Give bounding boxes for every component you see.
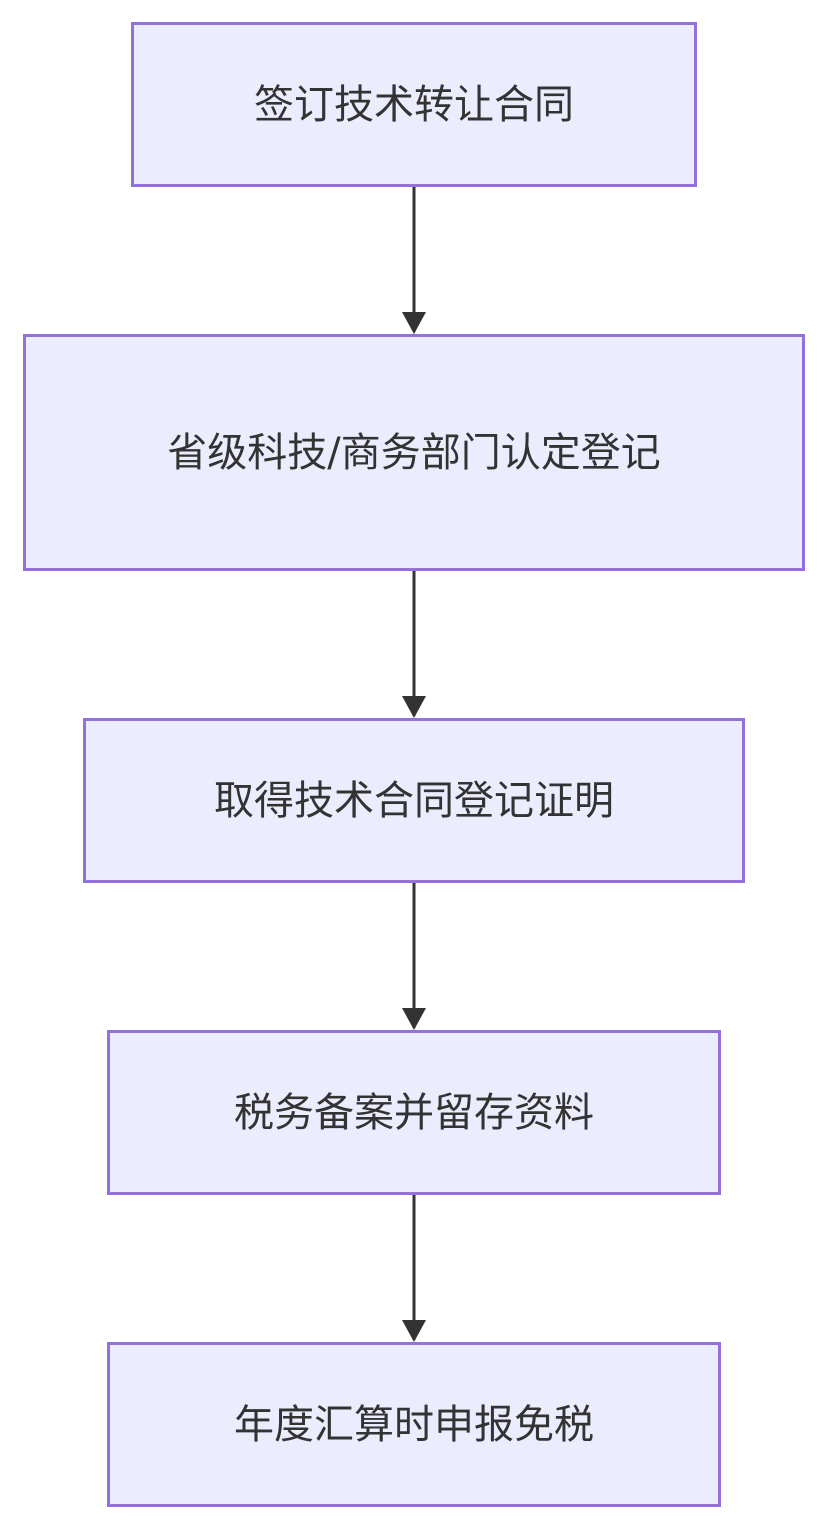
node-label: 省级科技/商务部门认定登记 [167,429,661,476]
node-annual-exemption: 年度汇算时申报免税 [107,1342,721,1507]
node-label: 税务备案并留存资料 [234,1089,594,1136]
node-label: 年度汇算时申报免税 [234,1401,594,1448]
node-label: 取得技术合同登记证明 [214,777,614,824]
node-obtain-certificate: 取得技术合同登记证明 [83,718,745,883]
node-label: 签订技术转让合同 [254,81,574,128]
node-sign-contract: 签订技术转让合同 [131,22,697,187]
node-provincial-registration: 省级科技/商务部门认定登记 [23,334,805,571]
node-tax-filing: 税务备案并留存资料 [107,1030,721,1195]
